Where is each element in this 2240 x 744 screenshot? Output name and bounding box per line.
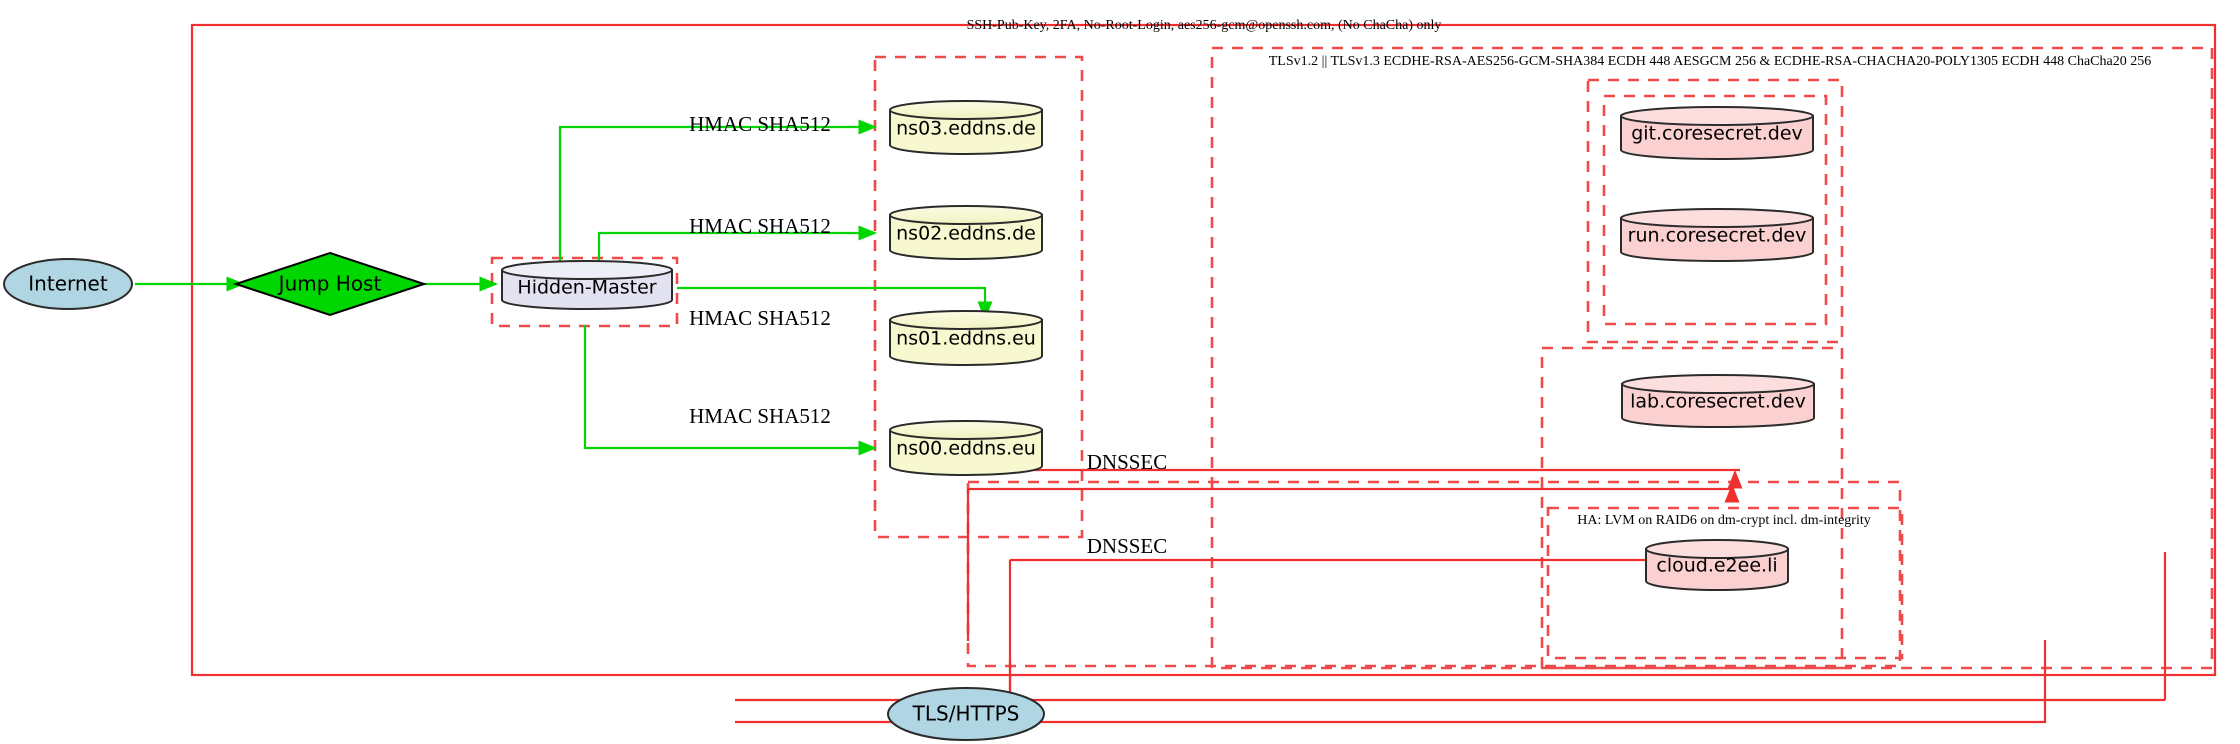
edge-label-hmac-ns02: HMAC SHA512 — [689, 214, 831, 238]
node-run-coresecret[interactable]: run.coresecret.dev — [1620, 208, 1814, 262]
node-ns01-label: ns01.eddns.eu — [896, 328, 1036, 350]
edge-hiddenmaster-to-ns02 — [597, 225, 878, 265]
edge-tls-to-ha — [735, 640, 2047, 724]
node-ns03-label: ns03.eddns.de — [896, 118, 1036, 140]
edge-hiddenmaster-to-ns01 — [677, 286, 993, 321]
tls-policy-label: TLSv1.2 || TLSv1.3 ECDHE-RSA-AES256-GCM-… — [1269, 54, 2151, 69]
ssh-boundary-box — [190, 23, 2217, 677]
node-lab-label: lab.coresecret.dev — [1630, 391, 1806, 413]
node-lab-coresecret[interactable]: lab.coresecret.dev — [1621, 374, 1815, 428]
node-ns01[interactable]: ns01.eddns.eu — [889, 310, 1043, 366]
edge-label-hmac-ns01: HMAC SHA512 — [689, 306, 831, 330]
node-cloud-label: cloud.e2ee.li — [1656, 555, 1777, 577]
dns-zone-box — [873, 55, 1084, 539]
node-ns00[interactable]: ns00.eddns.eu — [889, 420, 1043, 476]
coresecret-inner-box — [1602, 94, 1828, 326]
node-git-coresecret[interactable]: git.coresecret.dev — [1620, 106, 1814, 160]
node-ns03[interactable]: ns03.eddns.de — [889, 100, 1043, 155]
lab-zone-box — [1540, 346, 1844, 670]
ha-policy-label: HA: LVM on RAID6 on dm-crypt incl. dm-in… — [1577, 513, 1870, 528]
node-internet-label: Internet — [28, 272, 108, 296]
ha-boundary-box — [1546, 506, 1904, 660]
edge-label-dnssec-lower: DNSSEC — [1087, 534, 1168, 558]
node-jump-host-label: Jump Host — [277, 272, 382, 296]
node-jump-host[interactable]: Jump Host — [232, 251, 428, 317]
node-ns02[interactable]: ns02.eddns.de — [889, 205, 1043, 260]
edge-label-hmac-ns00: HMAC SHA512 — [689, 404, 831, 428]
coresecret-outer-box — [1586, 78, 1844, 344]
node-ns02-label: ns02.eddns.de — [896, 223, 1036, 245]
edge-hiddenmaster-to-ns00 — [583, 325, 878, 456]
edge-label-dnssec-upper: DNSSEC — [1087, 450, 1168, 474]
node-cloud-e2ee[interactable]: cloud.e2ee.li — [1645, 539, 1789, 591]
node-ns00-label: ns00.eddns.eu — [896, 438, 1036, 460]
node-tls-https[interactable]: TLS/HTTPS — [887, 687, 1045, 741]
node-run-label: run.coresecret.dev — [1628, 225, 1807, 247]
node-git-label: git.coresecret.dev — [1631, 123, 1803, 145]
node-internet[interactable]: Internet — [3, 258, 133, 310]
edge-hiddenmaster-to-ns03 — [558, 119, 878, 265]
node-hidden-master[interactable]: Hidden-Master — [501, 260, 673, 310]
edge-label-hmac-ns03: HMAC SHA512 — [689, 112, 831, 136]
node-tls-https-label: TLS/HTTPS — [912, 702, 1020, 726]
ssh-policy-label: SSH-Pub-Key, 2FA, No-Root-Login, aes256-… — [967, 18, 1442, 33]
node-hidden-master-label: Hidden-Master — [517, 277, 656, 299]
